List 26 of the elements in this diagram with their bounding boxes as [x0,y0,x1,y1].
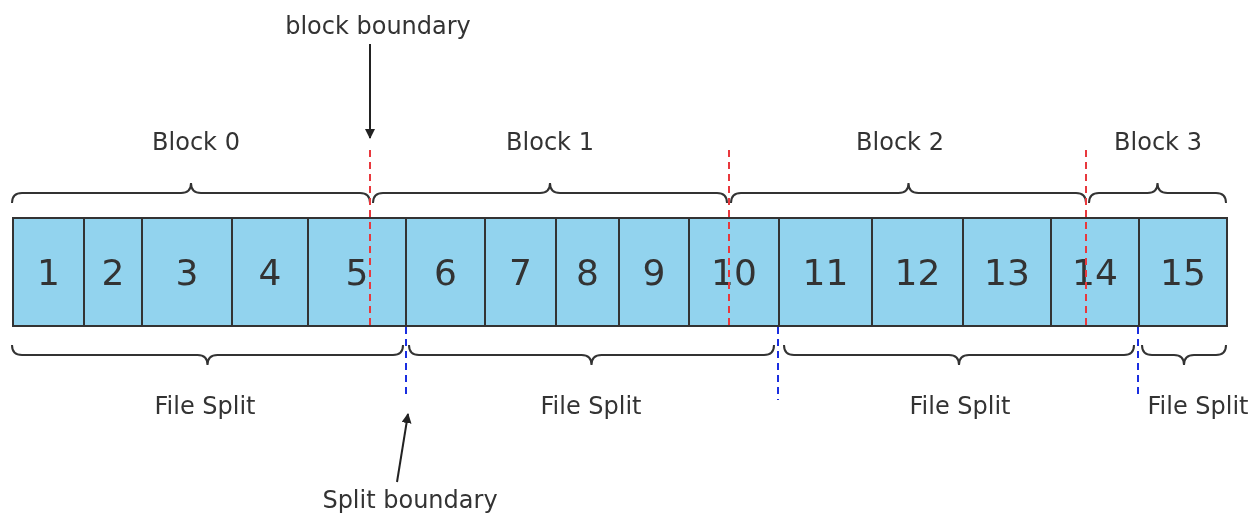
split-label: File Split [1147,392,1249,420]
split-label: File Split [909,392,1011,420]
data-block-cell: 3 [141,217,233,327]
block-label: Block 1 [506,128,594,156]
block-label: Block 0 [152,128,240,156]
split-label: File Split [154,392,256,420]
data-block-cell: 5 [307,217,407,327]
leader-arrow [396,413,412,483]
data-block-cell: 6 [405,217,486,327]
data-block-cell: 8 [555,217,620,327]
data-block-cell: 7 [484,217,557,327]
split-label: File Split [540,392,642,420]
annotation-text: Split boundary [322,486,498,514]
data-block-cell: 12 [871,217,964,327]
block-label: Block 3 [1114,128,1202,156]
block-label: Block 2 [856,128,944,156]
data-block-cell: 10 [688,217,780,327]
data-block-cell: 2 [83,217,143,327]
data-block-cell: 4 [231,217,309,327]
leader-arrow [365,43,375,139]
annotation-text: block boundary [285,12,471,40]
data-block-cell: 1 [12,217,85,327]
data-block-cell: 11 [778,217,873,327]
data-block-cell: 13 [962,217,1052,327]
data-block-cell: 9 [618,217,690,327]
data-block-cell: 15 [1138,217,1228,327]
